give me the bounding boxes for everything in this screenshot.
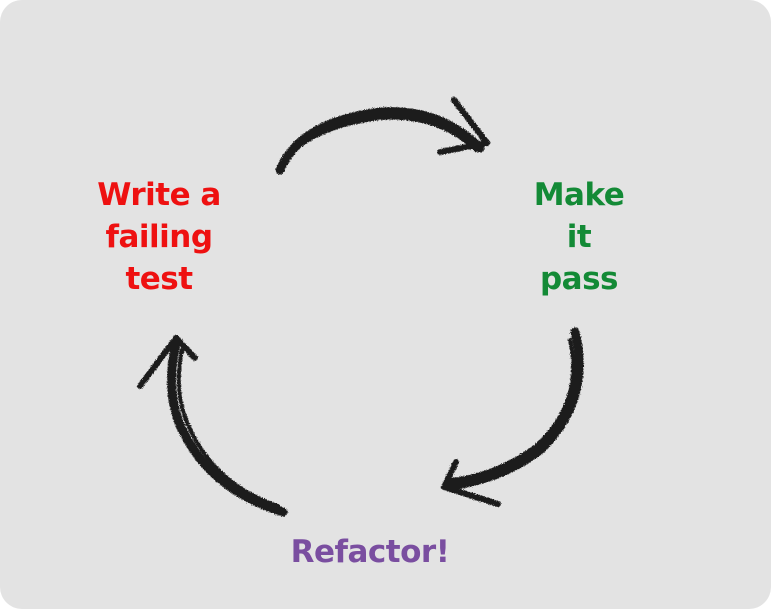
step-refactor-line-1: Refactor! (290, 534, 450, 570)
step-write-line-1: Write a (97, 177, 221, 213)
arrow-to-make-it-pass (275, 97, 490, 175)
step-refactor: Refactor! (270, 531, 470, 573)
step-make-line-3: pass (539, 261, 619, 297)
step-make-line-1: Make (533, 177, 625, 213)
step-make-it-pass: Make it pass (500, 174, 658, 300)
step-write-line-2: failing (105, 219, 213, 255)
step-write-line-3: test (125, 261, 193, 297)
step-write-failing-test: Write a failing test (84, 174, 234, 300)
arrow-to-write-failing-test (137, 335, 288, 517)
arrow-to-refactor (441, 327, 584, 507)
step-make-line-2: it (566, 219, 592, 255)
